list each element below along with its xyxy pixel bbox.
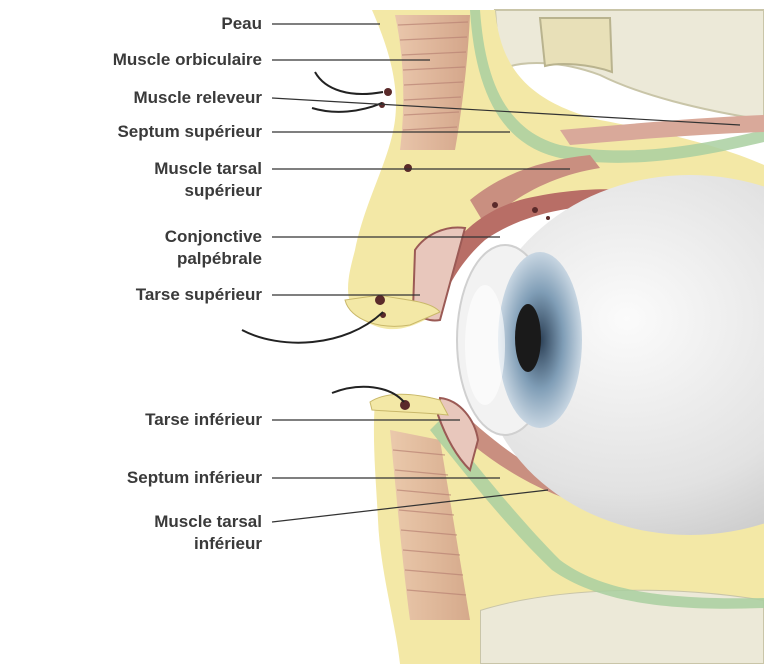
label-peau: Peau [221,13,262,35]
label-tarse-inferieur: Tarse inférieur [145,409,262,431]
pupil [515,304,541,372]
label-line: Muscle tarsal [154,158,262,180]
label-line: supérieur [154,180,262,202]
label-muscle-tarsal-inferieur: Muscle tarsal inférieur [154,511,262,555]
label-conjonctive-palpebrale: Conjonctive palpébrale [165,226,262,270]
label-line: Muscle tarsal [154,511,262,533]
corneal-highlight [465,285,505,405]
label-line: palpébrale [165,248,262,270]
label-line: Conjonctive [165,226,262,248]
label-septum-inferieur: Septum inférieur [127,467,262,489]
lash-arrow-upper-1 [315,72,383,94]
label-septum-superieur: Septum supérieur [117,121,262,143]
label-muscle-orbiculaire: Muscle orbiculaire [113,49,262,71]
label-line: inférieur [154,533,262,555]
bone-cavity [540,18,612,72]
label-tarse-superieur: Tarse supérieur [136,284,262,306]
label-muscle-releveur: Muscle releveur [133,87,262,109]
label-muscle-tarsal-superieur: Muscle tarsal supérieur [154,158,262,202]
